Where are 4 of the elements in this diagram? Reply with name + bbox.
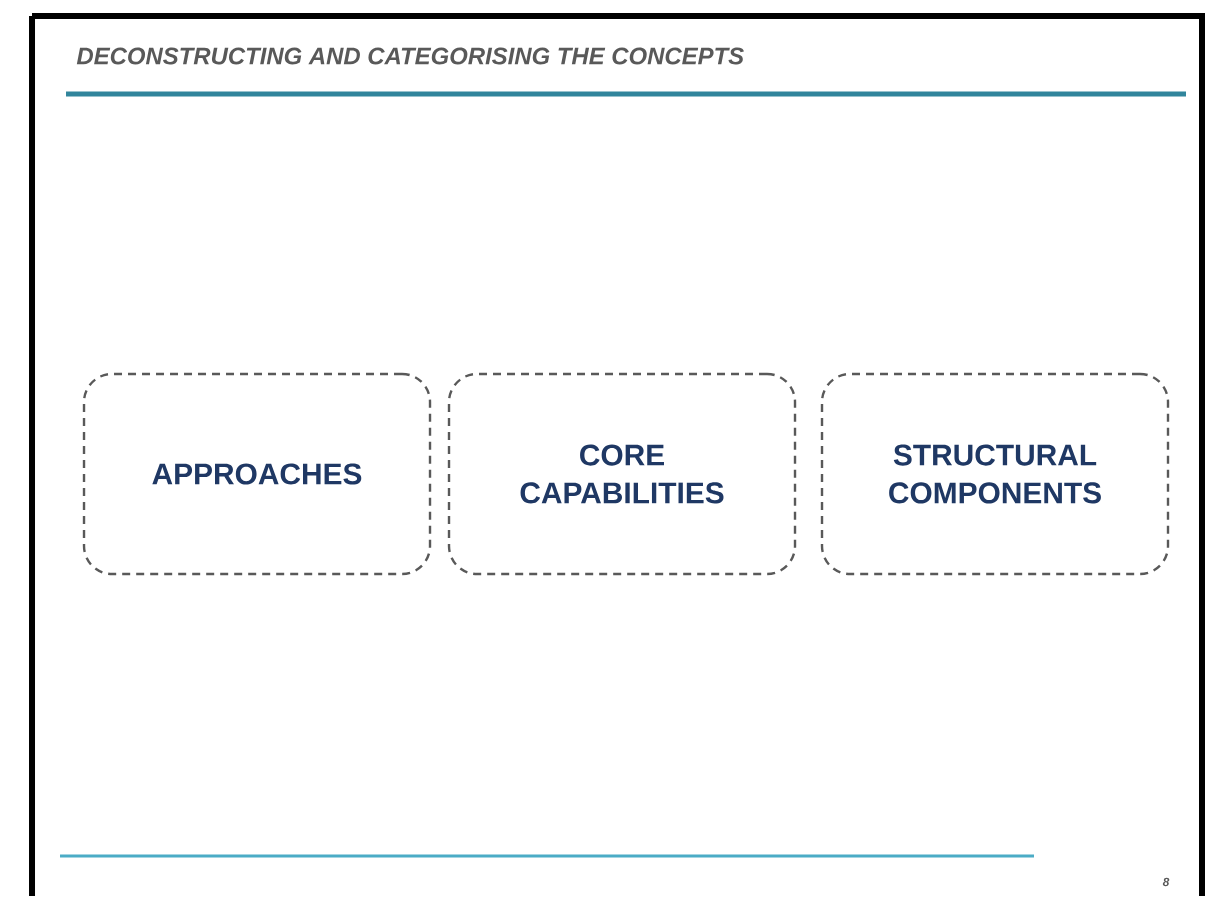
category-box: STRUCTURAL COMPONENTS xyxy=(820,372,1170,576)
category-box: APPROACHES xyxy=(82,372,432,576)
category-box: CORE CAPABILITIES xyxy=(447,372,797,576)
slide-title: DECONSTRUCTING AND CATEGORISING THE CONCEPTS xyxy=(76,47,744,65)
